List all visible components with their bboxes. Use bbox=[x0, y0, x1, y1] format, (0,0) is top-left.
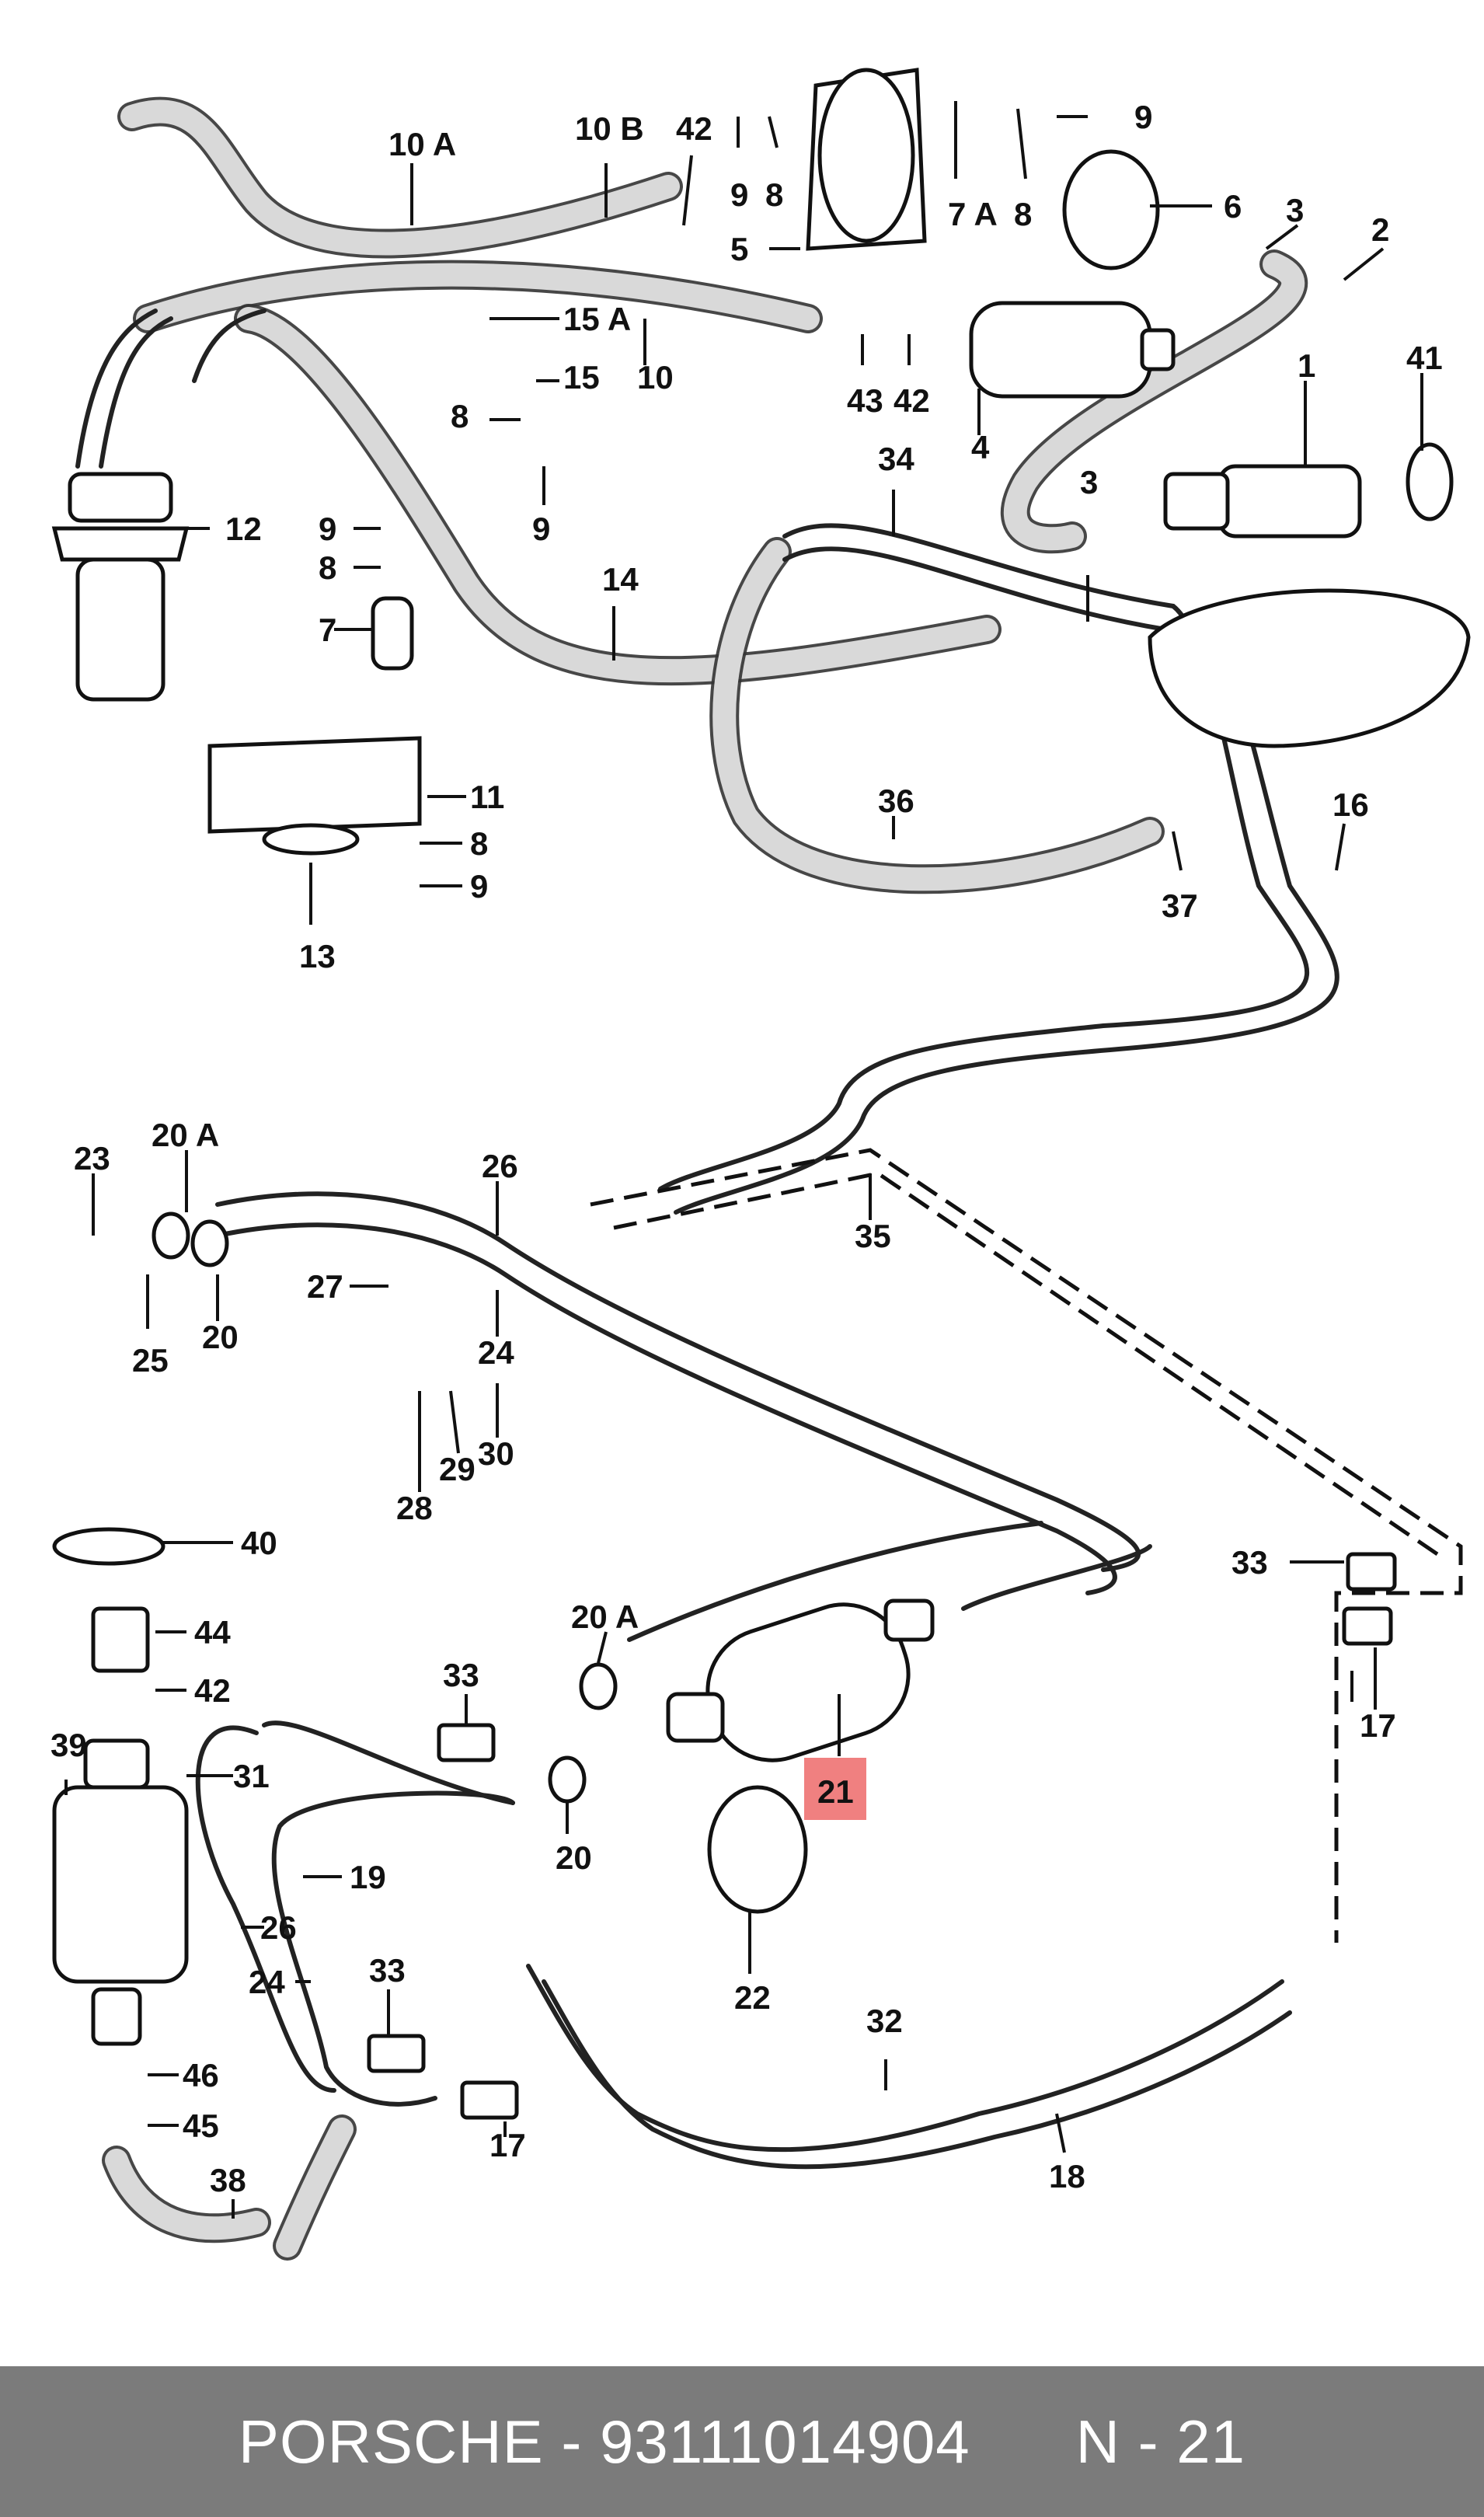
callout-label: 42 bbox=[194, 1672, 231, 1709]
callout-label: 20 A bbox=[152, 1117, 219, 1153]
separator: - bbox=[1137, 2407, 1159, 2476]
callout-label: 9 bbox=[532, 511, 550, 547]
callout-label: 8 bbox=[765, 176, 783, 213]
callout-label: 20 bbox=[556, 1839, 592, 1876]
highlight-box-21 bbox=[804, 1758, 866, 1820]
callout-label: 3 bbox=[1286, 192, 1304, 228]
leader-lines bbox=[64, 101, 1423, 2219]
callout-label: 9 bbox=[1134, 99, 1152, 135]
callout-label: 20 A bbox=[571, 1598, 639, 1635]
callout-label: 1 bbox=[1298, 347, 1315, 384]
callout-label: 34 bbox=[878, 441, 914, 477]
callout-label: 43 bbox=[847, 382, 883, 419]
rubber-hoses bbox=[102, 96, 1308, 2261]
callout-label: 46 bbox=[183, 2057, 219, 2093]
callout-label: 30 bbox=[478, 1435, 514, 1472]
body-outline-dashed-2 bbox=[613, 1171, 1439, 1557]
callout-label: 19 bbox=[350, 1859, 386, 1895]
callout-label: 17 bbox=[489, 2127, 526, 2163]
callout-label: 18 bbox=[1049, 2158, 1085, 2195]
callout-label: 29 bbox=[439, 1451, 476, 1487]
separator: - bbox=[561, 2407, 583, 2476]
callout-label: 23 bbox=[74, 1140, 110, 1177]
callout-label: 28 bbox=[396, 1490, 433, 1526]
callout-label: 41 bbox=[1406, 340, 1443, 376]
callout-label: 13 bbox=[299, 938, 336, 974]
callout-label: 7 bbox=[319, 612, 336, 648]
callout-label: 8 bbox=[1014, 196, 1032, 232]
callout-label: 27 bbox=[307, 1268, 343, 1305]
callout-label: 40 bbox=[241, 1525, 277, 1561]
fuel-filter-21 bbox=[666, 1598, 935, 1762]
callout-label: 10 bbox=[637, 359, 674, 396]
callout-label: 26 bbox=[260, 1909, 297, 1946]
fuel-system-exploded-diagram: 10 A 10 B 42 9 8 9 7 A 8 9 6 5 3 2 41 1 … bbox=[51, 68, 1471, 2261]
callout-label: 4 bbox=[971, 429, 990, 465]
ref-prefix: N bbox=[1075, 2407, 1120, 2476]
callout-label: 15 A bbox=[563, 301, 631, 337]
callout-label: 31 bbox=[233, 1758, 270, 1794]
callout-label: 9 bbox=[319, 511, 336, 547]
callout-label: 9 bbox=[1134, 99, 1152, 135]
brand-name: PORSCHE bbox=[238, 2407, 544, 2476]
callout-label: 32 bbox=[866, 2003, 903, 2039]
callout-label: 10 A bbox=[388, 126, 456, 162]
callout-label: 15 bbox=[563, 359, 600, 396]
callout-label: 42 bbox=[894, 382, 930, 419]
callout-label: 8 bbox=[470, 825, 488, 862]
components bbox=[51, 68, 1471, 2120]
footer-caption: PORSCHE - 93111014904 N - 21 bbox=[239, 2407, 1245, 2477]
callout-label: 39 bbox=[51, 1727, 87, 1763]
callout-label: 42 bbox=[676, 110, 712, 147]
callout-label: 17 bbox=[1360, 1707, 1396, 1744]
callout-label: 38 bbox=[210, 2162, 246, 2198]
callout-label: 8 bbox=[451, 398, 469, 434]
callout-label: 16 bbox=[1332, 786, 1369, 823]
callout-label: 33 bbox=[443, 1657, 479, 1693]
callout-label: 35 bbox=[855, 1218, 891, 1254]
callout-labels: 10 A 10 B 42 9 8 9 7 A 8 9 6 5 3 2 41 1 … bbox=[51, 99, 1443, 2198]
callout-label: 9 bbox=[470, 868, 488, 905]
callout-label: 22 bbox=[734, 1979, 771, 2016]
part-number: 93111014904 bbox=[599, 2407, 970, 2476]
callout-label: 24 bbox=[478, 1334, 514, 1371]
callout-label: 10 B bbox=[575, 110, 644, 147]
ref-number: 21 bbox=[1176, 2407, 1246, 2476]
callout-label: 44 bbox=[194, 1614, 231, 1651]
callout-label: 9 bbox=[730, 176, 748, 213]
callout-label: 25 bbox=[132, 1342, 169, 1379]
callout-label: 2 bbox=[1371, 211, 1389, 248]
callout-label: 11 bbox=[470, 779, 504, 815]
callout-label: 26 bbox=[482, 1148, 518, 1184]
callout-label: 3 bbox=[1080, 464, 1098, 500]
callout-label: 33 bbox=[369, 1952, 406, 1989]
callout-label: 8 bbox=[319, 549, 336, 586]
callout-label: 14 bbox=[602, 561, 639, 598]
callout-label: 5 bbox=[730, 231, 748, 267]
footer-banner: PORSCHE - 93111014904 N - 21 bbox=[0, 2366, 1484, 2517]
metal-fuel-lines bbox=[75, 309, 1339, 2170]
callout-label: 7 A bbox=[948, 196, 998, 232]
callout-label: 36 bbox=[878, 783, 914, 819]
callout-label: 33 bbox=[1231, 1544, 1268, 1581]
callout-label: 24 bbox=[249, 1964, 285, 2000]
callout-label: 20 bbox=[202, 1319, 239, 1355]
callout-label: 45 bbox=[183, 2107, 219, 2144]
callout-label: 37 bbox=[1162, 887, 1198, 924]
callout-label: 6 bbox=[1224, 188, 1242, 225]
callout-label-21-highlighted: 21 bbox=[817, 1773, 854, 1810]
callout-label: 12 bbox=[225, 511, 262, 547]
